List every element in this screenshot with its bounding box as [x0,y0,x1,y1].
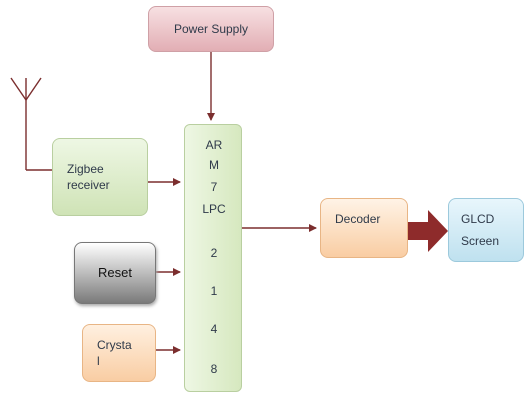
arm-text-line: M [209,158,219,172]
arm7-lpc2148-block: AR M 7 LPC 2 1 4 8 [184,124,242,392]
crystal-label-line1: Crysta [97,337,132,352]
zigbee-receiver-box: Zigbee receiver [52,138,148,216]
arm-text-line: 1 [210,284,218,298]
arm-text-line: 2 [210,246,218,260]
power-supply-label: Power Supply [173,21,249,36]
antenna-icon [10,77,52,171]
decoder-box: Decoder [320,198,408,258]
glcd-label-line2: Screen [461,234,500,248]
glcd-label-line1: GLCD [461,211,495,226]
power-supply-box: Power Supply [148,6,274,52]
crystal-box: Crysta l [82,324,156,382]
reset-box: Reset [74,242,156,304]
reset-label: Reset [98,265,132,281]
arm-text-line: AR [205,138,223,152]
arm-text-line: LPC [202,202,226,216]
arm-text-line: 8 [210,362,218,376]
zigbee-label-line1: Zigbee [67,161,104,176]
crystal-label-line2: l [97,354,100,368]
decoder-label: Decoder [335,212,381,226]
glcd-screen-box: GLCD Screen [448,198,524,262]
zigbee-label-line2: receiver [67,178,110,192]
arm-text-line: 4 [210,322,218,336]
arm-text-line: 7 [210,180,218,194]
thick-arrow-decoder-glcd [408,210,448,252]
